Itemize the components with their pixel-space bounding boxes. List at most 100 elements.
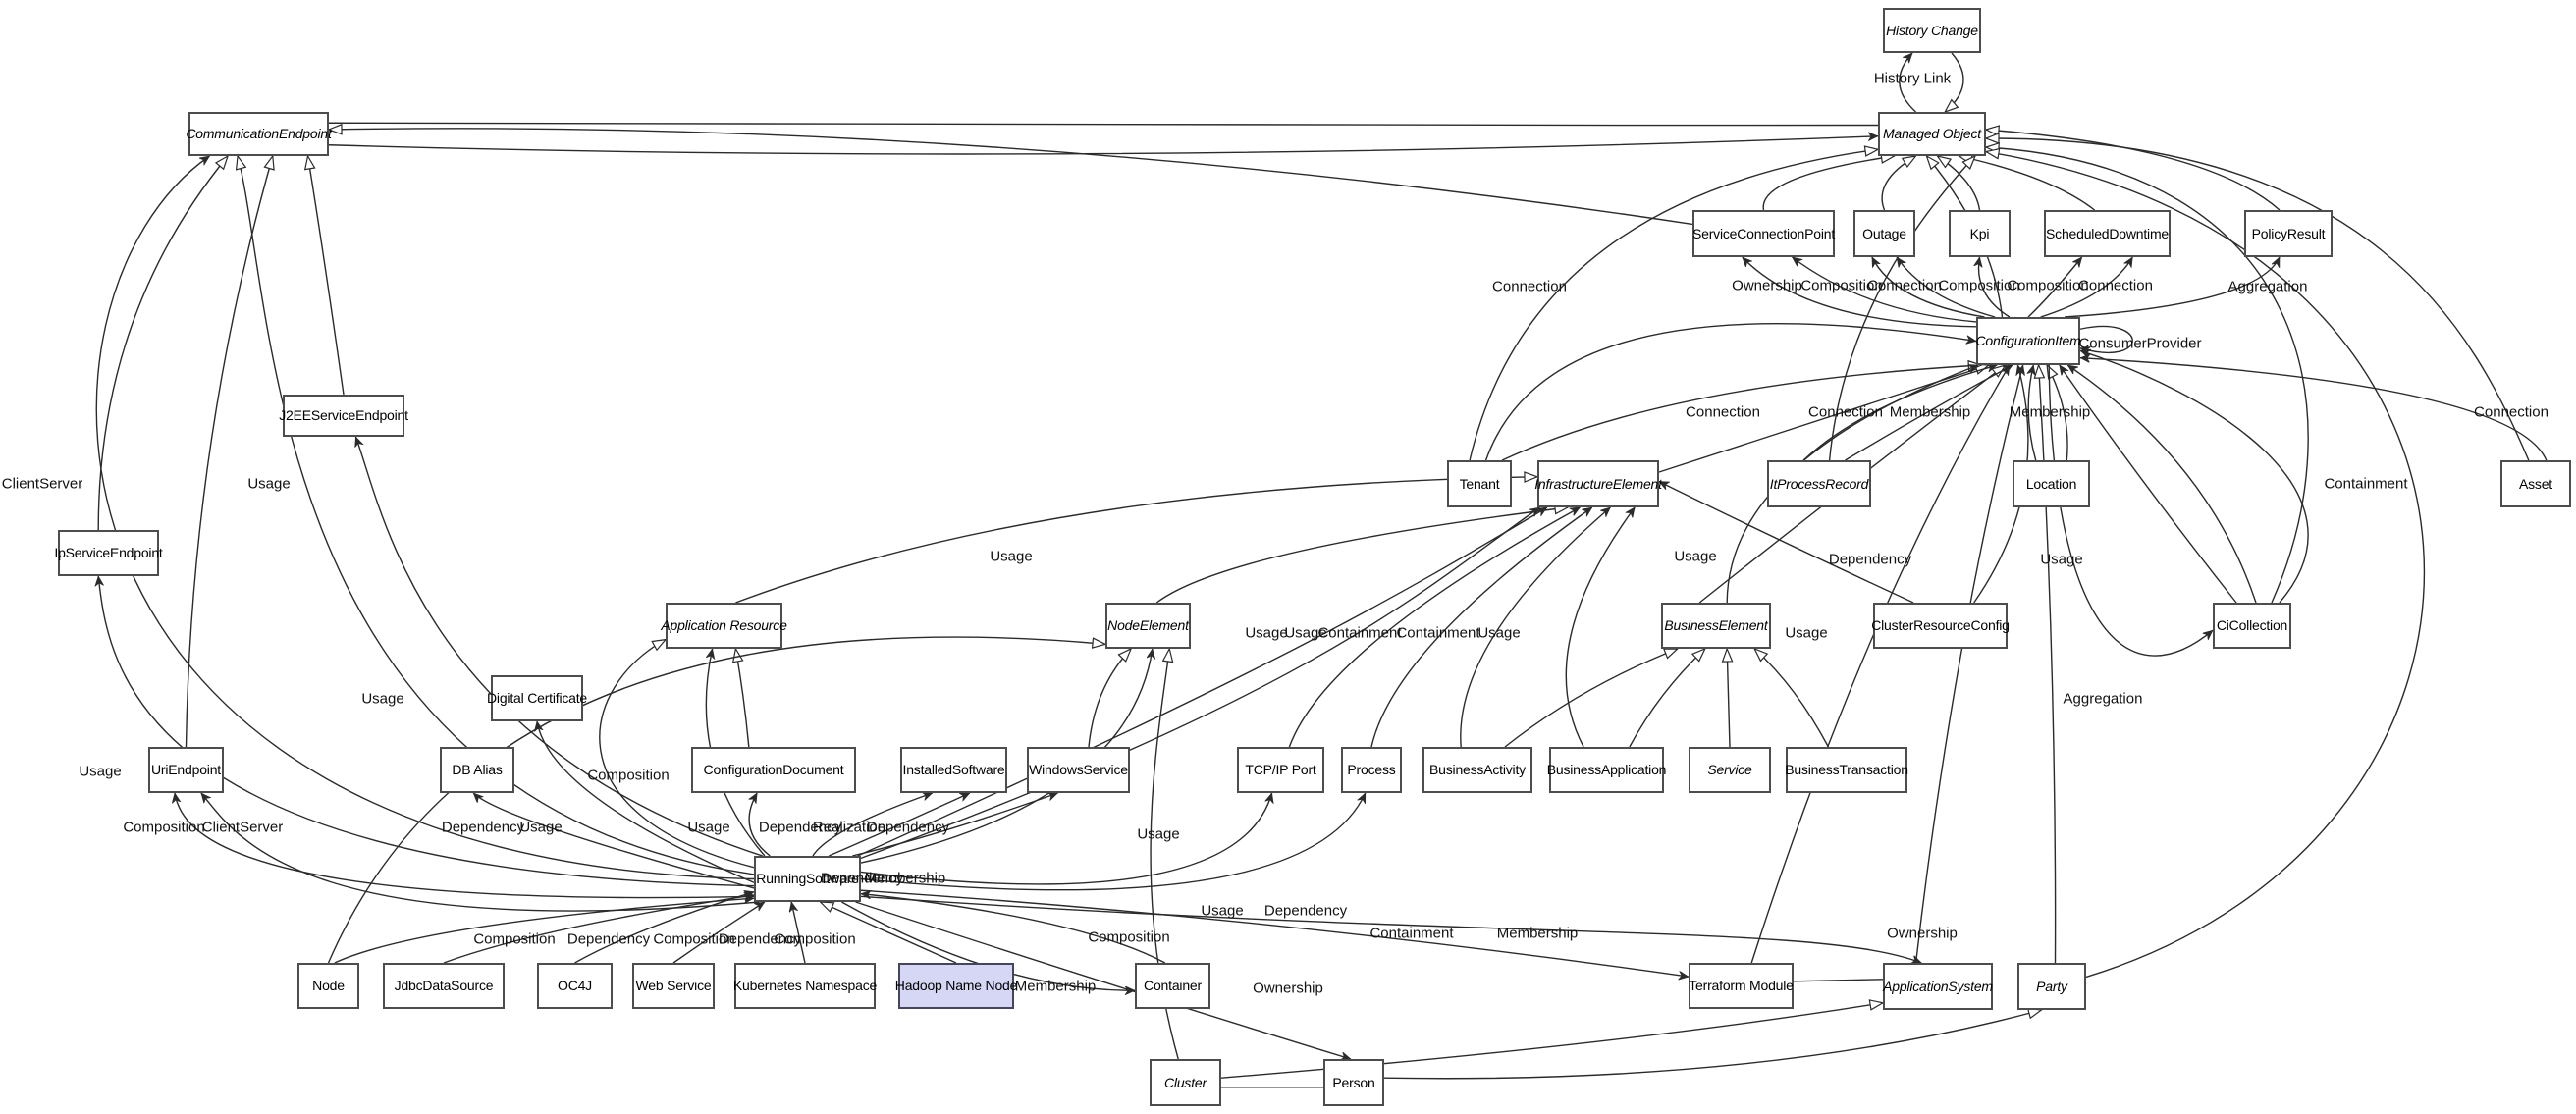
node-dc[interactable]: Digital Certificate (487, 675, 587, 721)
node-label: Asset (2518, 475, 2552, 492)
edge-rs-per (855, 901, 1351, 1059)
node-ie[interactable]: InfrastructureElement (1534, 460, 1662, 507)
edge-ws-ne (1088, 647, 1133, 748)
node-is[interactable]: InstalledSoftware (900, 747, 1007, 793)
edge-loc-ci (2046, 363, 2068, 461)
node-scp[interactable]: ServiceConnectionPoint (1692, 210, 1835, 257)
node-rs[interactable]: RunningSoftware (754, 856, 861, 902)
node-kpi[interactable]: Kpi (1949, 210, 2011, 257)
node-kn[interactable]: Kubernetes Namespace (732, 963, 878, 1009)
edge-cic-ci (2080, 350, 2309, 604)
node-wsv[interactable]: Web Service (632, 963, 715, 1009)
edge-rs-is (812, 793, 933, 857)
edge-ba-be (1504, 648, 1680, 748)
node-label: PolicyResult (2251, 225, 2326, 241)
node-label: ConfigurationItem (1975, 333, 2081, 349)
edge-nod-ne (327, 636, 1107, 964)
node-cd[interactable]: ConfigurationDocument (691, 747, 856, 793)
node-ar[interactable]: Application Resource (661, 603, 787, 649)
node-cic[interactable]: CiCollection (2213, 603, 2291, 649)
node-label: Cluster (1164, 1074, 1207, 1090)
edge-rs-tm (860, 889, 1689, 977)
node-tcp[interactable]: TCP/IP Port (1237, 747, 1324, 793)
node-prc[interactable]: Process (1341, 747, 1402, 793)
edge-tm-ci (1750, 365, 2011, 964)
edge-kn-rs (791, 902, 806, 964)
node-label: Digital Certificate (487, 690, 588, 707)
node-label: IpServiceEndpoint (54, 545, 163, 561)
edge-rs-ipse (98, 576, 755, 887)
node-bt[interactable]: BusinessTransaction (1785, 747, 1908, 793)
node-svc[interactable]: Service (1689, 747, 1771, 793)
node-ipse[interactable]: IpServiceEndpoint (54, 530, 163, 576)
node-label: JdbcDataSource (394, 978, 494, 994)
node-label: TCP/IP Port (1245, 762, 1316, 778)
node-ci[interactable]: ConfigurationItem (1975, 317, 2081, 365)
node-ba[interactable]: BusinessActivity (1422, 747, 1532, 793)
edge-ipse-ce (97, 154, 230, 531)
node-crc[interactable]: ClusterResourceConfig (1871, 603, 2010, 649)
node-label: BusinessElement (1664, 617, 1768, 634)
node-ast[interactable]: Asset (2500, 460, 2571, 507)
node-clu[interactable]: Cluster (1150, 1059, 1221, 1106)
node-dba[interactable]: DB Alias (440, 747, 514, 793)
node-mo[interactable]: Managed Object (1878, 112, 1986, 156)
node-label: ApplicationSystem (1883, 978, 1993, 994)
node-sd[interactable]: ScheduledDowntime (2044, 210, 2171, 257)
node-label: Kpi (1969, 225, 1990, 241)
node-nod[interactable]: Node (297, 963, 359, 1009)
edge-mo-hc (1899, 53, 1916, 113)
node-ten[interactable]: Tenant (1447, 460, 1512, 507)
node-hc[interactable]: History Change (1883, 8, 1981, 53)
node-be[interactable]: BusinessElement (1661, 603, 1771, 649)
node-tm[interactable]: Terraform Module (1689, 963, 1794, 1009)
edge-tm-as (1793, 979, 1884, 982)
edge-ten-ci (1501, 359, 1983, 461)
node-label: RunningSoftware (756, 871, 859, 887)
node-j2ee[interactable]: J2EEServiceEndpoint (279, 395, 408, 437)
node-ne[interactable]: NodeElement (1105, 603, 1191, 649)
edge-rs-uri (175, 793, 755, 899)
node-bap[interactable]: BusinessApplication (1547, 747, 1666, 793)
node-per[interactable]: Person (1323, 1059, 1384, 1106)
node-jds[interactable]: JdbcDataSource (383, 963, 505, 1009)
edge-ci-kpi (1979, 257, 2011, 318)
node-loc[interactable]: Location (2012, 460, 2090, 507)
edge-ci-sd (2040, 257, 2133, 318)
node-itpr[interactable]: ItProcessRecord (1767, 460, 1871, 507)
edge-prc-ie (1370, 506, 1592, 748)
node-label: Tenant (1459, 475, 1500, 492)
edge-nod-rs (334, 898, 754, 964)
node-pr[interactable]: PolicyResult (2244, 210, 2333, 257)
node-oc4j[interactable]: OC4J (537, 963, 613, 1009)
node-as[interactable]: ApplicationSystem (1883, 963, 1993, 1010)
node-out[interactable]: Outage (1853, 210, 1915, 257)
node-label: UriEndpoint (151, 762, 221, 778)
edge-ci-ci (2080, 325, 2133, 353)
edge-rs-ws (852, 793, 1057, 857)
node-con[interactable]: Container (1135, 963, 1210, 1009)
edge-rs-cd (749, 793, 771, 857)
edge-svc-be (1721, 647, 1734, 748)
node-ce[interactable]: CommunicationEndpoint (186, 112, 332, 156)
node-label: Kubernetes Namespace (732, 978, 878, 994)
node-ws[interactable]: WindowsService (1027, 747, 1130, 793)
edge-j2ee-ce (303, 154, 345, 396)
edge-pr-mo (1984, 125, 2281, 211)
edge-jds-rs (443, 895, 754, 964)
edge-rs-tcp (860, 793, 1272, 885)
edge-ast-mo (1984, 133, 2530, 461)
node-label: WindowsService (1029, 762, 1128, 778)
node-uri[interactable]: UriEndpoint (148, 747, 224, 793)
node-hnn[interactable]: Hadoop Name Node (895, 963, 1017, 1009)
node-label: Location (2025, 475, 2077, 492)
edge-ci-sd (2027, 257, 2083, 318)
node-pty[interactable]: Party (2017, 963, 2086, 1010)
edge-bt-be (1752, 647, 1830, 748)
edge-rs-j2ee (355, 437, 763, 857)
edge-hnn-rs (819, 901, 957, 964)
edge-pty-ci (2033, 363, 2057, 964)
edge-loc-ci (2028, 365, 2037, 461)
